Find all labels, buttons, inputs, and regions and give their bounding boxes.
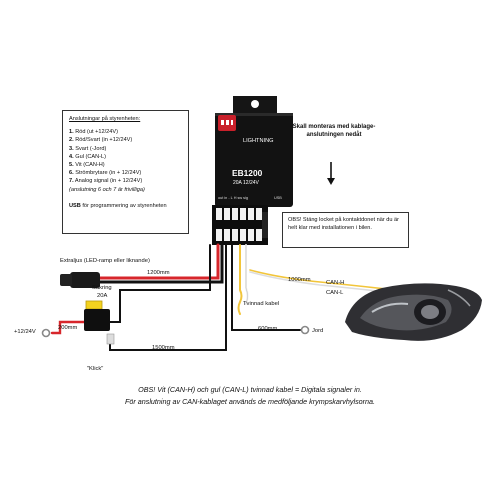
ground-label: Jord <box>312 328 324 334</box>
length-1200-label: 1200mm <box>147 270 170 276</box>
length-1000-label: 1000mm <box>288 277 311 283</box>
can-h-label: CAN-H <box>326 280 345 286</box>
can-l-label: CAN-L <box>326 290 344 296</box>
connections-info-box: Anslutningar på styrenheten: 1. Röd (ut … <box>62 110 189 234</box>
controller-unit <box>215 113 293 207</box>
info-optional-note: (anslutning 6 och 7 är frivilliga) <box>69 186 145 193</box>
wire-harness <box>50 243 396 351</box>
fuse-holder <box>84 300 110 331</box>
footer-line-2: För anslutning av CAN-kablaget används d… <box>124 397 376 406</box>
info-item-1: 1. Röd (ut +12/24V) <box>69 129 118 136</box>
klick-label: "Klick" <box>87 366 104 372</box>
controller-mount-tab <box>233 96 277 116</box>
info-item-6: 6. Strömbrytare (in + 12/24V) <box>69 170 142 177</box>
controller-usb-label: USB <box>274 196 282 200</box>
fuse-label: Säkring <box>92 285 112 291</box>
headlight-image <box>345 283 482 341</box>
footer-notes: OBS! Vit (CAN-H) och gul (CAN-L) tvinnad… <box>0 384 500 408</box>
extraljus-label: Extraljus (LED-ramp eller liknande) <box>60 258 150 264</box>
info-usb-note: USB för programmering av styrenheten <box>69 202 167 209</box>
twisted-cable-label: Tvinnad kabel <box>243 301 280 307</box>
length-600-label: 600mm <box>258 326 278 332</box>
footer-line-1: OBS! Vit (CAN-H) och gul (CAN-L) tvinnad… <box>138 385 362 394</box>
length-1500-label: 1500mm <box>152 345 175 351</box>
fuse-amp-label: 20A <box>97 293 108 299</box>
controller-port-labels: out in - L H sw sig <box>218 196 249 200</box>
controller-connector <box>212 205 268 245</box>
info-item-2: 2. Röd/Svart (in +12/24V) <box>69 137 133 144</box>
warning-note: OBS! Stäng locket på kontaktdonet när du… <box>282 212 409 248</box>
switch-connector <box>106 333 115 345</box>
down-arrow-icon <box>327 162 335 185</box>
info-item-3: 3. Svart (-Jord) <box>69 145 107 152</box>
info-item-7: 7. Analog signal (in + 12/24V) <box>69 178 143 185</box>
controller-rating: 20A 12/24V <box>233 180 259 186</box>
supply-label: +12/24V <box>14 329 36 335</box>
mount-note: Skall monteras med kablage-anslutningen … <box>292 124 376 138</box>
supply-ring-terminal <box>41 328 51 338</box>
extraljus-connector <box>60 272 100 288</box>
info-box-title: Anslutningar på styrenheten: <box>69 116 141 122</box>
controller-model: EB1200 <box>232 168 263 178</box>
info-item-5: 5. Vit (CAN-H) <box>69 162 105 169</box>
info-item-4: 4. Gul (CAN-L) <box>69 153 106 160</box>
length-200-label: 200mm <box>58 325 78 331</box>
controller-brand: LIGHTNING <box>243 138 274 144</box>
ground-ring-terminal <box>300 325 310 335</box>
